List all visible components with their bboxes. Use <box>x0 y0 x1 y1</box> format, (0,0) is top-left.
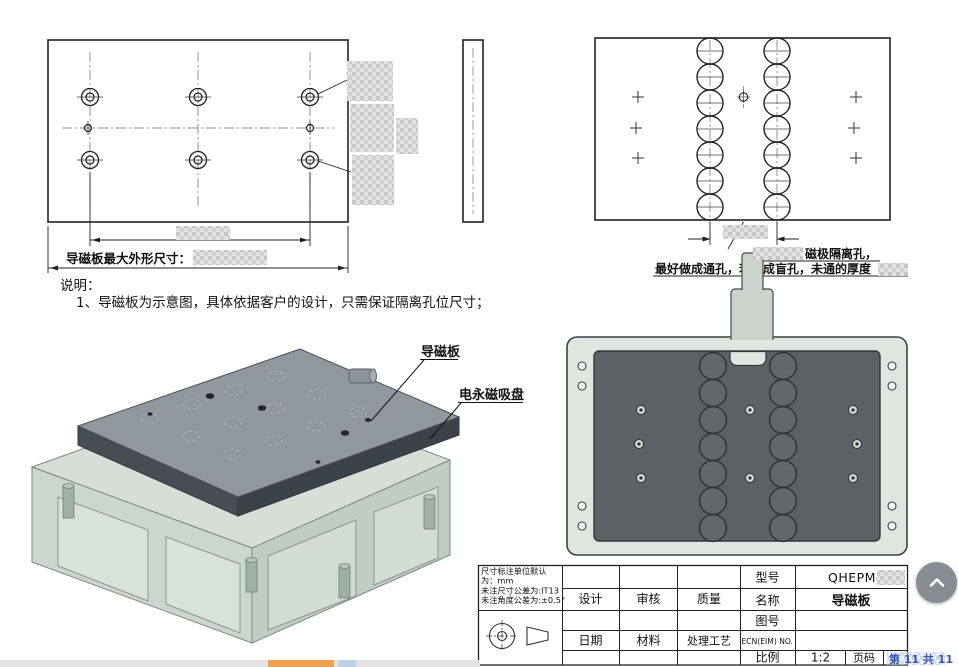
design-label: 设计 <box>578 592 602 606</box>
units-line1: 尺寸标注单位默认 <box>481 566 547 576</box>
plate-top-face <box>76 348 461 498</box>
redacted-hole-span-dim <box>176 226 230 240</box>
model-value: QHEPM- <box>828 570 881 585</box>
top-view <box>566 252 908 556</box>
redacted-note-suffix <box>878 263 908 276</box>
pole-circles <box>698 351 798 543</box>
bottom-scrollbar-thumb[interactable] <box>268 660 334 667</box>
redacted-side-dim <box>396 118 418 154</box>
pole-view <box>594 37 908 277</box>
redacted-pole-pitch-dim <box>723 225 768 239</box>
handle-base <box>730 288 774 340</box>
front-view-caption: 导磁板最大外形尺寸： <box>66 251 191 266</box>
sensor-holes <box>634 405 862 483</box>
name-value: 导磁板 <box>831 593 871 609</box>
material-label: 材料 <box>636 634 660 648</box>
remark-title: 说明： <box>60 278 101 294</box>
redactions <box>176 61 908 585</box>
keyway-notch <box>729 350 767 367</box>
review-label: 审核 <box>636 591 660 606</box>
redacted-hole-callout-2 <box>350 104 394 152</box>
leader-lines <box>317 79 352 173</box>
iso-view <box>30 348 523 644</box>
title-block <box>477 564 909 666</box>
redacted-note-prefix <box>753 247 803 260</box>
remark-line1: 1、导磁板为示意图，具体依据客户的设计，只需保证隔离孔位尺寸； <box>76 294 490 311</box>
date-label: 日期 <box>578 634 602 648</box>
page-label: 页码 <box>853 652 875 665</box>
front-view <box>47 39 352 273</box>
redacted-page-number <box>887 652 945 665</box>
side-view <box>462 39 484 223</box>
small-hole-crosses <box>630 91 862 164</box>
pole-note-line1: 磁极隔离孔， <box>804 246 877 261</box>
scale-label: 比例 <box>755 651 779 665</box>
redacted-overall-dim <box>193 250 267 265</box>
scale-value: 1:2 <box>811 651 830 665</box>
model-label: 型号 <box>755 571 779 585</box>
taskbar-chip <box>338 660 356 667</box>
units-line4: 未注角度公差为:±0.5° <box>481 595 565 605</box>
chuck-label: 电永磁吸盘 <box>459 387 524 403</box>
name-label: 名称 <box>755 593 779 608</box>
chevron-up-icon <box>929 577 944 587</box>
page-value: 第 11 共 11 <box>889 652 953 666</box>
ecn-label: ECN(EIM) NO. <box>742 637 793 646</box>
process-label: 处理工艺 <box>687 635 731 648</box>
projection-symbol-icon <box>486 620 549 652</box>
mounting-holes <box>577 361 897 531</box>
redacted-model-suffix <box>877 570 905 585</box>
units-line2: 为：mm <box>481 576 513 586</box>
redacted-hole-callout-3 <box>352 155 394 205</box>
foot-bolts <box>62 483 436 599</box>
connector-cylinder <box>348 368 377 384</box>
quality-label: 质量 <box>697 592 721 606</box>
plate-label: 导磁板 <box>421 344 461 360</box>
drawing-no-label: 图号 <box>755 614 779 628</box>
bottom-scrollbar-track <box>0 660 480 667</box>
units-line3: 未注尺寸公差为:IT13 <box>481 586 559 596</box>
scroll-top-button[interactable] <box>916 562 957 603</box>
redacted-hole-callout-1 <box>347 61 393 101</box>
